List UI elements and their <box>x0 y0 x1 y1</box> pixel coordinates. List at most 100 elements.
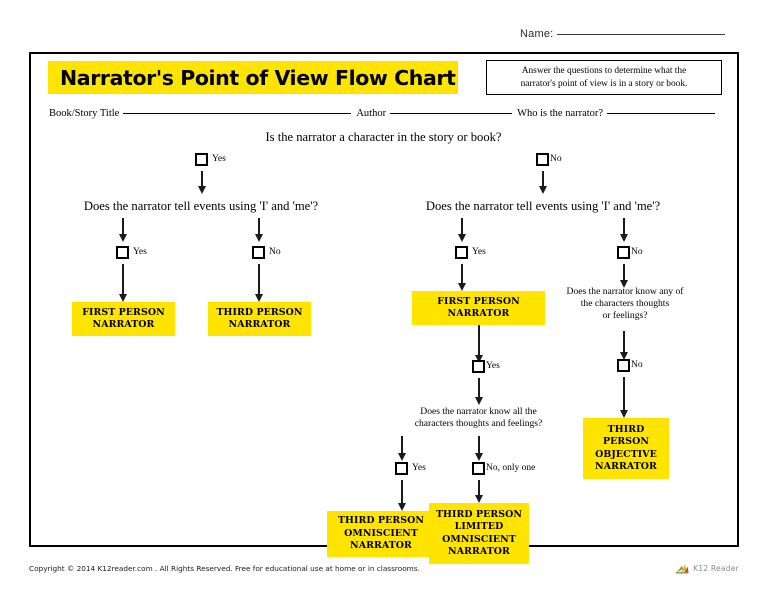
followup-option-no-only-one-label: No, only one <box>486 462 536 473</box>
k12-reader-leaf-icon <box>675 564 689 574</box>
checkbox-icon[interactable] <box>252 246 265 259</box>
author-input[interactable] <box>390 113 513 114</box>
checkbox-icon[interactable] <box>116 246 129 259</box>
followup-option-yes[interactable]: Yes <box>395 462 426 475</box>
arrow-down-icon <box>619 331 628 360</box>
root-option-no[interactable]: No <box>536 153 562 166</box>
arrow-down-icon <box>457 264 466 291</box>
arrow-down-icon <box>457 218 466 242</box>
arrow-down-icon <box>254 264 263 302</box>
name-write-line[interactable] <box>557 34 726 35</box>
checkbox-icon[interactable] <box>195 153 208 166</box>
arrow-down-icon <box>197 171 206 194</box>
checkbox-icon[interactable] <box>617 359 630 372</box>
right-branch-option-no[interactable]: No <box>617 246 643 259</box>
arrow-down-icon <box>619 218 628 242</box>
arrow-down-icon <box>118 218 127 242</box>
right-branch-option-no-label: No <box>631 246 643 257</box>
answer-third-person-omniscient-narrator: THIRD PERSON OMNISCIENT NARRATOR <box>327 511 435 557</box>
answer-line-4: NARRATOR <box>448 546 510 557</box>
left-branch-option-yes[interactable]: Yes <box>116 246 147 259</box>
no-question-line-1: Does the narrator know any of <box>566 286 684 297</box>
followup-option-yes-label: Yes <box>412 462 426 473</box>
answer-third-person-narrator: THIRD PERSON NARRATOR <box>208 302 311 336</box>
answer-line-1: FIRST PERSON <box>82 306 165 318</box>
arrow-down-icon <box>619 264 628 288</box>
title-block: Narrator's Point of View Flow Chart <box>48 61 458 94</box>
right-branch-followup-option-yes-label: Yes <box>486 360 500 371</box>
instructions-box: Answer the questions to determine what t… <box>486 60 722 95</box>
no-path-option-no[interactable]: No <box>617 359 643 372</box>
left-branch-option-yes-label: Yes <box>133 246 147 257</box>
right-branch-option-yes[interactable]: Yes <box>455 246 486 259</box>
right-branch-no-question: Does the narrator know any of the charac… <box>551 286 699 322</box>
right-branch-followup-option-yes[interactable]: Yes <box>472 360 500 373</box>
instructions-line-2: narrator's point of view is in a story o… <box>520 78 688 89</box>
no-path-option-no-label: No <box>631 359 643 370</box>
arrow-down-icon <box>474 378 483 405</box>
brand-logo: K12 Reader <box>675 562 739 575</box>
arrow-down-icon <box>118 264 127 302</box>
root-option-yes-label: Yes <box>212 153 226 164</box>
left-branch-option-no-label: No <box>269 246 281 257</box>
root-option-yes[interactable]: Yes <box>195 153 226 166</box>
answer-third-person-objective-narrator: THIRD PERSON OBJECTIVE NARRATOR <box>583 418 669 479</box>
right-branch-followup-question: Does the narrator know all the character… <box>356 406 601 430</box>
no-question-line-3: or feelings? <box>602 310 648 321</box>
answer-line-1: THIRD PERSON <box>216 306 303 318</box>
followup-question-line-2: characters thoughts and feelings? <box>414 418 543 429</box>
checkbox-icon[interactable] <box>472 462 485 475</box>
answer-line-3: OBJECTIVE <box>595 448 657 460</box>
answer-line-2: OMNISCIENT <box>344 527 418 539</box>
checkbox-icon[interactable] <box>455 246 468 259</box>
brand-name: K12 Reader <box>693 564 739 573</box>
arrow-down-icon <box>397 436 406 461</box>
no-question-line-2: the characters thoughts <box>580 298 670 309</box>
fill-in-fields: Book/Story Title Author Who is the narrato… <box>49 108 723 119</box>
copyright-text: Copyright © 2014 K12reader.com . All Rig… <box>29 564 420 573</box>
flow-chart: Is the narrator a character in the story… <box>31 54 736 564</box>
answer-line-3: OMNISCIENT <box>442 533 516 545</box>
arrow-down-icon <box>474 436 483 461</box>
right-branch-option-yes-label: Yes <box>472 246 486 257</box>
narrator-input[interactable] <box>607 113 716 114</box>
left-branch-question: Does the narrator tell events using 'I' … <box>83 199 319 213</box>
answer-first-person-narrator: FIRST PERSON NARRATOR <box>72 302 175 336</box>
arrow-down-icon <box>474 325 483 363</box>
checkbox-icon[interactable] <box>472 360 485 373</box>
answer-line-2: NARRATOR <box>228 319 291 330</box>
page-footer: Copyright © 2014 K12reader.com . All Rig… <box>29 562 739 582</box>
name-field: Name: <box>520 28 726 40</box>
narrator-label: Who is the narrator? <box>517 108 604 119</box>
answer-line-1: FIRST PERSON <box>437 295 520 307</box>
answer-line-1: THIRD PERSON <box>435 508 523 520</box>
answer-line-2: PERSON <box>602 436 650 447</box>
worksheet-header: Narrator's Point of View Flow Chart Answ… <box>31 54 737 98</box>
arrow-down-icon <box>538 171 547 194</box>
answer-line-4: NARRATOR <box>595 461 657 472</box>
worksheet-frame: Narrator's Point of View Flow Chart Answ… <box>29 52 739 564</box>
arrow-down-icon <box>619 377 628 418</box>
root-option-no-label: No <box>550 153 562 164</box>
checkbox-icon[interactable] <box>536 153 549 166</box>
arrow-down-icon <box>474 480 483 503</box>
followup-option-no-only-one[interactable]: No, only one <box>472 462 535 475</box>
followup-question-line-1: Does the narrator know all the <box>420 406 537 417</box>
answer-line-2: NARRATOR <box>447 308 510 319</box>
page-title: Narrator's Point of View Flow Chart <box>60 65 456 90</box>
book-title-label: Book/Story Title <box>49 108 120 119</box>
right-branch-question: Does the narrator tell events using 'I' … <box>425 199 661 213</box>
answer-line-1: THIRD <box>607 423 645 435</box>
instructions-line-1: Answer the questions to determine what t… <box>521 66 687 76</box>
root-question: Is the narrator a character in the story… <box>265 130 502 144</box>
book-title-input[interactable] <box>123 113 352 114</box>
left-branch-option-no[interactable]: No <box>252 246 281 259</box>
checkbox-icon[interactable] <box>395 462 408 475</box>
answer-line-1: THIRD PERSON <box>337 515 425 527</box>
answer-line-3: NARRATOR <box>350 540 412 552</box>
author-label: Author <box>356 108 387 119</box>
checkbox-icon[interactable] <box>617 246 630 259</box>
answer-line-2: LIMITED <box>454 521 504 532</box>
name-label: Name: <box>520 28 554 40</box>
answer-line-2: NARRATOR <box>92 319 155 330</box>
